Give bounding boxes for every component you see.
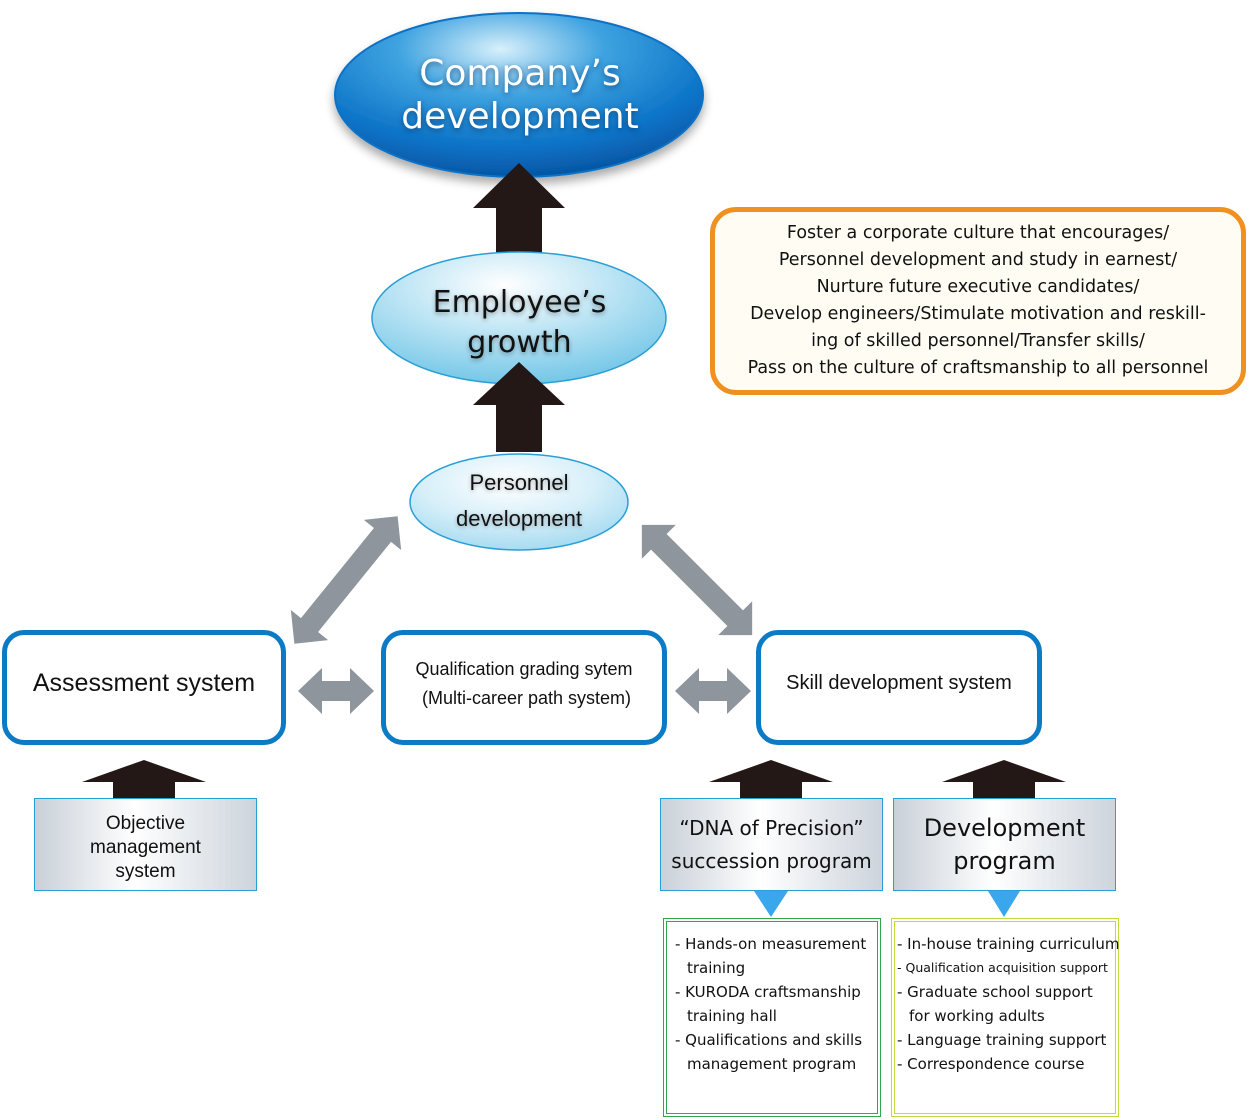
- culture-line: Develop engineers/Stimulate motivation a…: [750, 304, 1206, 324]
- up-arrow-icon: [473, 362, 565, 452]
- objective-line: system: [115, 860, 176, 882]
- list-item-text: - Hands-on measurement: [675, 935, 867, 953]
- skill-development-system-box: Skill development system: [756, 630, 1042, 745]
- objective-management-system-box: Objective management system: [34, 798, 257, 891]
- culture-line: Pass on the culture of craftsmanship to …: [747, 358, 1209, 378]
- list-item: - Hands-on measurement training: [675, 932, 873, 980]
- dna-line: succession program: [671, 848, 872, 873]
- dna-program-list: - Hands-on measurement training - KURODA …: [663, 918, 881, 1117]
- up-arrow-icon: [82, 760, 206, 805]
- qualification-line-2: (Multi-career path system): [416, 687, 632, 708]
- list-item-text: - Language training support: [897, 1031, 1107, 1049]
- objective-line: Objective: [105, 812, 186, 834]
- company-line-1: Company’s: [419, 53, 621, 94]
- list-item: - KURODA craftsmanship training hall: [675, 980, 873, 1028]
- dna-of-precision-program-box: “DNA of Precision” succession program: [660, 798, 883, 891]
- list-item-continuation: management program: [687, 1055, 857, 1073]
- objective-line: management: [90, 836, 201, 858]
- double-arrow-icon: [298, 668, 374, 714]
- devprog-line: Development: [923, 813, 1086, 842]
- list-item-continuation: training hall: [687, 1007, 777, 1025]
- skill-development-system-label: Skill development system: [786, 672, 1012, 694]
- assessment-system-box: Assessment system: [2, 630, 286, 745]
- assessment-system-label: Assessment system: [32, 669, 256, 697]
- employee-line-1: Employee’s: [432, 285, 607, 320]
- list-item: - Qualifications and skills management pr…: [675, 1028, 873, 1076]
- list-item-text: - Graduate school support: [897, 983, 1093, 1001]
- dna-line: “DNA of Precision”: [679, 815, 864, 840]
- culture-line: Nurture future executive candidates/: [816, 277, 1140, 297]
- list-item: - Graduate school support for working adu…: [897, 980, 1111, 1028]
- personnel-line-1: Personnel: [469, 470, 569, 495]
- up-arrow-icon: [473, 163, 565, 256]
- list-item-text: - Qualifications and skills: [675, 1031, 863, 1049]
- list-item: - In-house training curriculum: [897, 932, 1119, 956]
- pointer-down-icon: [754, 891, 788, 917]
- list-item: - Qualification acquisition support: [897, 956, 1111, 980]
- corporate-culture-box: Foster a corporate culture that encourag…: [710, 207, 1246, 395]
- culture-line: Personnel development and study in earne…: [778, 250, 1178, 270]
- list-item-continuation: training: [687, 959, 746, 977]
- double-arrow-icon: [641, 524, 753, 636]
- culture-line: Foster a corporate culture that encourag…: [786, 223, 1170, 243]
- double-arrow-icon: [290, 516, 402, 644]
- employee-line-2: growth: [467, 325, 572, 360]
- list-item-continuation: for working adults: [909, 1007, 1045, 1025]
- pointer-down-icon: [988, 891, 1020, 917]
- personnel-development-label: Personnel development: [410, 465, 628, 537]
- up-arrow-icon: [709, 760, 833, 805]
- list-item: - Correspondence course: [897, 1052, 1111, 1076]
- employee-growth-label: Employee’s growth: [372, 278, 667, 368]
- development-program-box: Development program: [893, 798, 1116, 891]
- company-line-2: development: [401, 96, 639, 137]
- personnel-line-2: development: [456, 506, 582, 531]
- list-item-text: - In-house training curriculum: [897, 935, 1120, 953]
- list-item-text: - Correspondence course: [897, 1055, 1085, 1073]
- up-arrow-icon: [942, 760, 1066, 805]
- double-arrow-icon: [675, 668, 751, 714]
- development-program-list: - In-house training curriculum - Qualifi…: [891, 918, 1119, 1117]
- qualification-line-1: Qualification grading sytem: [415, 658, 633, 679]
- qualification-grading-system-box: Qualification grading sytem (Multi-caree…: [381, 630, 667, 745]
- list-item: - Language training support: [897, 1028, 1111, 1052]
- list-item-text: - Qualification acquisition support: [897, 960, 1108, 975]
- culture-line: ing of skilled personnel/Transfer skills…: [811, 331, 1145, 351]
- devprog-line: program: [953, 846, 1056, 875]
- personnel-ellipse: [409, 453, 629, 551]
- list-item-text: - KURODA craftsmanship: [675, 983, 861, 1001]
